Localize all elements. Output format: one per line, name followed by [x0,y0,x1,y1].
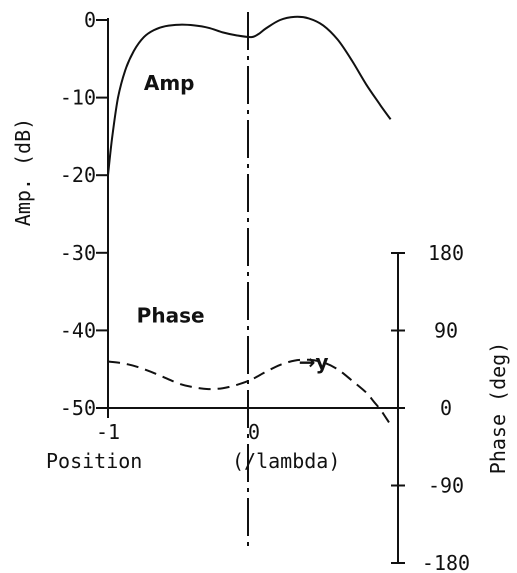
series-group [107,15,393,428]
left-tick-label-0: 0 [84,8,96,32]
x-axis-unit-label: (/lambda) [232,449,340,473]
right-tick-label-1: 90 [434,319,458,343]
x-axis-label: Position [46,449,142,473]
annotation-0: Amp [144,71,195,95]
right-tick-label-0: 180 [428,241,464,265]
left-tick-label-3: -30 [60,241,96,265]
right-y-axis-label: Phase (deg) [486,342,510,474]
left-tick-label-4: -40 [60,318,96,342]
left-tick-label-2: -20 [60,163,96,187]
left-y-axis-label: Amp. (dB) [11,118,35,226]
series-line-amp [107,15,392,176]
right-tick-label-4: -180 [422,551,470,573]
left-tick-label-1: -10 [60,86,96,110]
left-tick-label-5: -50 [60,396,96,420]
right-tick-label-2: 0 [440,396,452,420]
annotation-2: →y [299,350,329,374]
x-tick-label-0: -1 [96,420,120,444]
x-tick-label-1: 0 [248,420,260,444]
series-line-phase [107,358,393,428]
right-tick-label-3: -90 [428,474,464,498]
annotation-1: Phase [137,304,205,328]
